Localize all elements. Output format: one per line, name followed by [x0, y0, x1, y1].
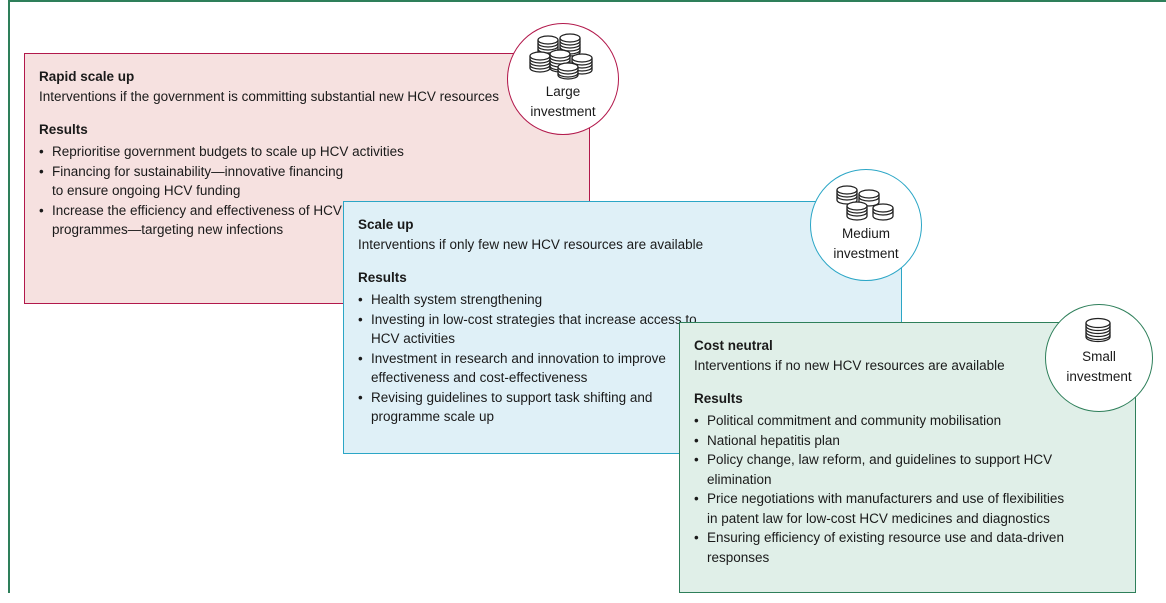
result-item: Investment in research and innovation to… — [358, 349, 698, 388]
result-item: Revising guidelines to support task shif… — [358, 388, 698, 427]
coin-stack-icon — [1085, 317, 1111, 343]
rapid-scale-up-title: Rapid scale up — [39, 69, 135, 84]
figure-frame-left — [8, 0, 10, 593]
result-item: Increase the efficiency and effectivenes… — [39, 201, 357, 240]
large-investment-label-line1: Large — [545, 84, 581, 99]
result-item: Policy change, law reform, and guideline… — [694, 450, 1074, 489]
cost-neutral-results-title: Results — [694, 391, 743, 406]
scale-up-title: Scale up — [358, 217, 414, 232]
cost-neutral-results-list: Political commitment and community mobil… — [694, 411, 1074, 567]
large-investment-label-line2: investment — [530, 104, 596, 119]
result-item: Health system strengthening — [358, 290, 698, 310]
medium-investment-circle: Medium investment — [810, 169, 922, 281]
cost-neutral-title: Cost neutral — [694, 338, 773, 353]
result-item: Price negotiations with manufacturers an… — [694, 489, 1074, 528]
figure-frame-top — [8, 0, 1166, 2]
scale-up-results-list: Health system strengthening Investing in… — [358, 290, 698, 427]
small-investment-label-line2: investment — [1066, 369, 1132, 384]
medium-investment-label-line1: Medium — [841, 226, 890, 241]
rapid-scale-up-description: Interventions if the government is commi… — [39, 89, 499, 104]
rapid-scale-up-results-list: Reprioritise government budgets to scale… — [39, 142, 404, 240]
result-item: Investing in low-cost strategies that in… — [358, 310, 698, 349]
result-item: National hepatitis plan — [694, 431, 1074, 451]
result-item: Political commitment and community mobil… — [694, 411, 1074, 431]
result-item: Ensuring efficiency of existing resource… — [694, 528, 1074, 567]
coin-stacks-icon — [836, 185, 894, 221]
scale-up-results-title: Results — [358, 270, 407, 285]
large-investment-circle: Large investment — [507, 23, 619, 135]
rapid-scale-up-box: Rapid scale up Interventions if the gove… — [24, 53, 590, 304]
small-investment-label-line1: Small — [1082, 349, 1116, 364]
result-item: Reprioritise government budgets to scale… — [39, 142, 492, 162]
small-investment-circle: Small investment — [1045, 304, 1153, 412]
coin-stacks-icon — [529, 33, 593, 80]
medium-investment-label-line2: investment — [833, 246, 899, 261]
rapid-scale-up-results-title: Results — [39, 122, 88, 137]
cost-neutral-description: Interventions if no new HCV resources ar… — [694, 358, 1005, 373]
scale-up-description: Interventions if only few new HCV resour… — [358, 237, 704, 252]
result-item: Financing for sustainability—innovative … — [39, 162, 357, 201]
